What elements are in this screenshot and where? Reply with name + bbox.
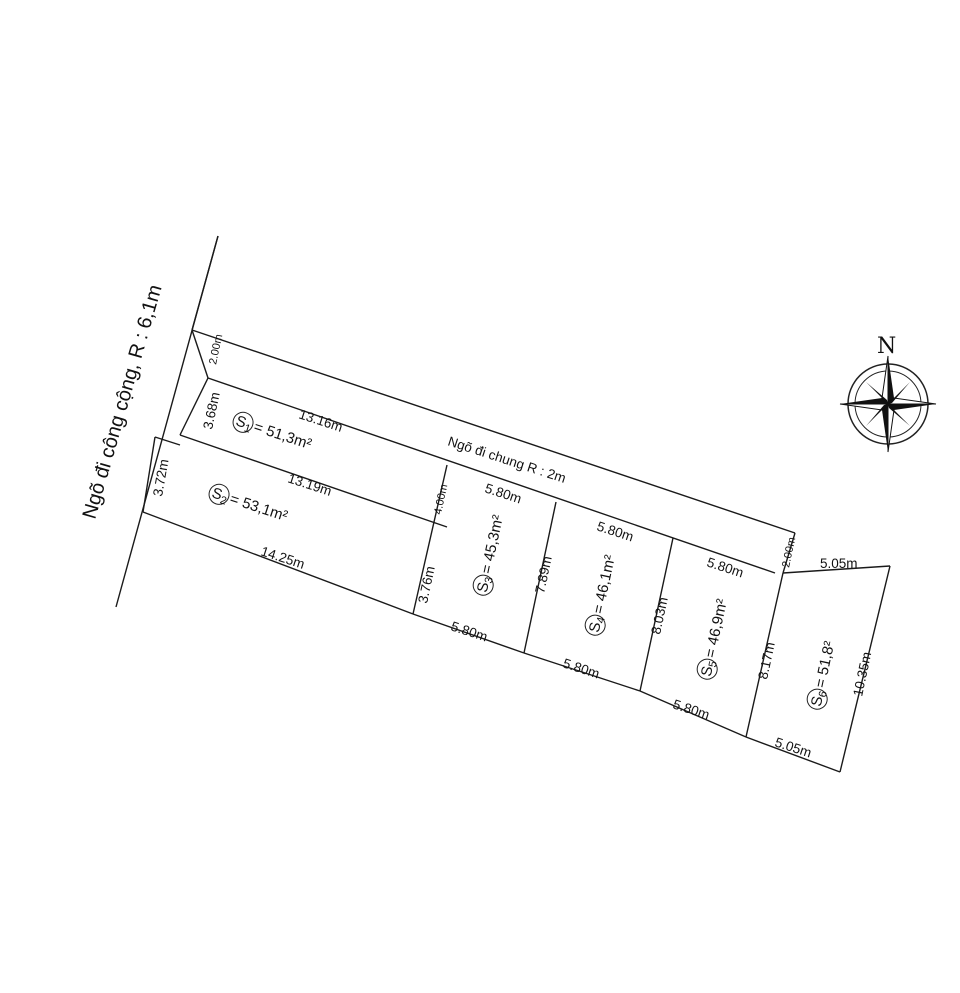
dim-lane-width-left: 2.00m xyxy=(207,333,225,365)
plot-3-sub: 3 xyxy=(483,576,496,584)
dim-p4-bottom: 5.80m xyxy=(561,656,601,682)
plot-4-area: S 4 = 46,1m² xyxy=(584,553,619,636)
p6-bottom-line xyxy=(745,736,841,773)
p5-bottom-line xyxy=(639,690,747,738)
p2-left-line xyxy=(142,436,156,513)
shared-lane-label: Ngõ đi chung R : 2m xyxy=(446,434,568,486)
plot-6-marker xyxy=(806,688,828,710)
p3-bottom-line xyxy=(412,613,525,654)
plot-5-marker xyxy=(696,658,718,680)
dim-p1-left: 3.68m xyxy=(200,391,222,431)
plot-2-id: S xyxy=(210,485,225,504)
plot-6-id: S xyxy=(808,695,827,708)
plot-3-area-value: = 45,3m² xyxy=(478,513,507,575)
plot-2-area: S 2 = 53,1m² xyxy=(208,483,290,525)
p2-right-line xyxy=(412,464,448,615)
p1-top-line xyxy=(207,377,776,574)
plot-1-area-value: = 51,3m² xyxy=(252,418,314,453)
dim-lane-width-right: 2.00m xyxy=(780,536,798,568)
plot-2-marker xyxy=(208,483,230,505)
p1-left-line xyxy=(179,377,209,436)
plot-2-area-value: = 53,1m² xyxy=(228,490,290,525)
dim-p2-right-lower: 3.76m xyxy=(415,565,437,605)
p2-top-line xyxy=(154,436,181,446)
dim-p5-right: 8.17m xyxy=(755,641,777,681)
compass-rose-icon xyxy=(839,355,937,453)
dim-p6-right: 10.35m xyxy=(850,650,874,697)
lane-right-line xyxy=(782,532,796,574)
lane-top-line xyxy=(191,329,796,534)
plot-4-marker xyxy=(584,614,606,636)
plot-3-marker xyxy=(472,574,494,596)
dim-p2-bottom: 14.25m xyxy=(259,544,306,572)
p1-bottom-line xyxy=(179,434,448,528)
plot-5-sub: 5 xyxy=(707,660,720,668)
dim-p3-right: 7.89m xyxy=(532,555,554,595)
p4-right-line xyxy=(639,537,674,692)
p6-right-line xyxy=(839,565,891,773)
plot-3-id: S xyxy=(474,581,493,594)
compass-north-label: N xyxy=(877,334,896,359)
plot-5-id: S xyxy=(698,665,717,678)
plot-1-marker xyxy=(232,411,254,433)
dim-p2-right-upper: 4.00m xyxy=(432,483,450,515)
dim-p1-top: 13.16m xyxy=(297,407,344,435)
plot-5-area: S 5 = 46,9m² xyxy=(696,597,731,680)
dim-p6-bottom: 5.05m xyxy=(773,735,813,761)
dim-p6-top: 5.05m xyxy=(820,556,858,571)
plot-6-sub: 6 xyxy=(817,690,830,698)
p2-bottom-line xyxy=(142,511,414,615)
upper-boundary-line xyxy=(191,235,219,331)
plot-4-id: S xyxy=(586,621,605,634)
p6-top-line xyxy=(782,565,891,574)
plot-1-sub: 1 xyxy=(243,422,253,435)
plot-3-area: S 3 = 45,3m² xyxy=(472,513,507,596)
plot-4-sub: 4 xyxy=(595,616,608,624)
lane-left-line xyxy=(191,329,209,379)
p3-right-line xyxy=(523,501,557,654)
plot-6-area-value: = 51,8² xyxy=(812,640,838,690)
plot-2-sub: 2 xyxy=(219,494,229,507)
dim-p5-top: 5.80m xyxy=(705,555,745,581)
p5-right-line xyxy=(745,572,784,738)
plot-6-area: S 6 = 51,8² xyxy=(806,640,838,710)
plot-1-id: S xyxy=(234,413,249,432)
dim-p4-right: 8.03m xyxy=(648,596,670,636)
dim-p5-bottom: 5.80m xyxy=(671,697,711,723)
plot-4-area-value: = 46,1m² xyxy=(590,553,619,615)
dim-p2-left: 3.72m xyxy=(150,458,171,498)
p4-bottom-line xyxy=(523,652,641,692)
dim-p2-top: 13.19m xyxy=(286,471,333,499)
dim-p3-bottom: 5.80m xyxy=(449,619,489,645)
plot-5-area-value: = 46,9m² xyxy=(702,597,731,659)
